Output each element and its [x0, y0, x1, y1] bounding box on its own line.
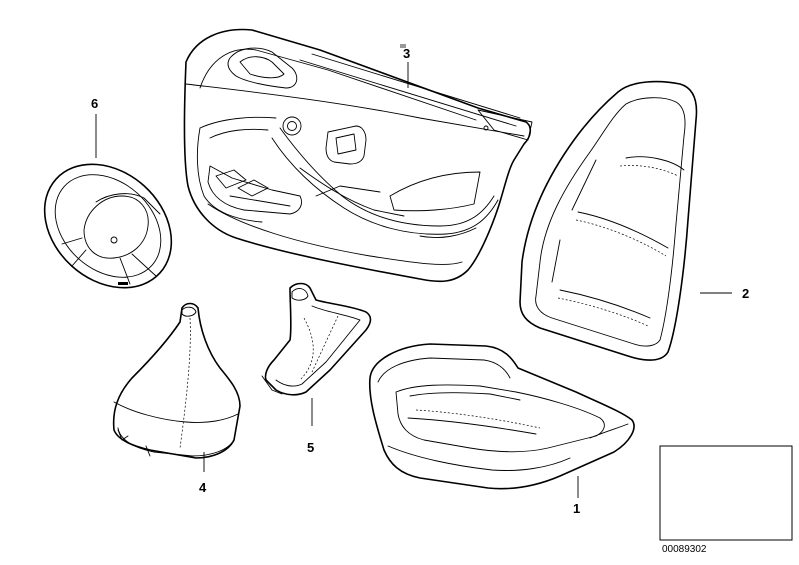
callout-label-4: 4 [199, 480, 207, 495]
callout-label-5: 5 [307, 440, 314, 455]
steering-wheel[interactable] [20, 139, 196, 313]
callout-marker-3 [400, 44, 406, 48]
callout-label-1: 1 [573, 501, 580, 516]
gearshift-boot[interactable] [112, 302, 241, 459]
callout-label-3: 3 [403, 46, 410, 61]
seat-cushion[interactable] [368, 343, 635, 490]
door-trim-panel[interactable] [183, 28, 533, 283]
seat-backrest[interactable] [519, 80, 698, 361]
callout-label-2: 2 [742, 286, 749, 301]
handbrake-boot[interactable] [261, 282, 372, 396]
diagram-number: 00089302 [662, 544, 707, 555]
reference-box [659, 445, 793, 541]
callout-label-6: 6 [91, 96, 98, 111]
